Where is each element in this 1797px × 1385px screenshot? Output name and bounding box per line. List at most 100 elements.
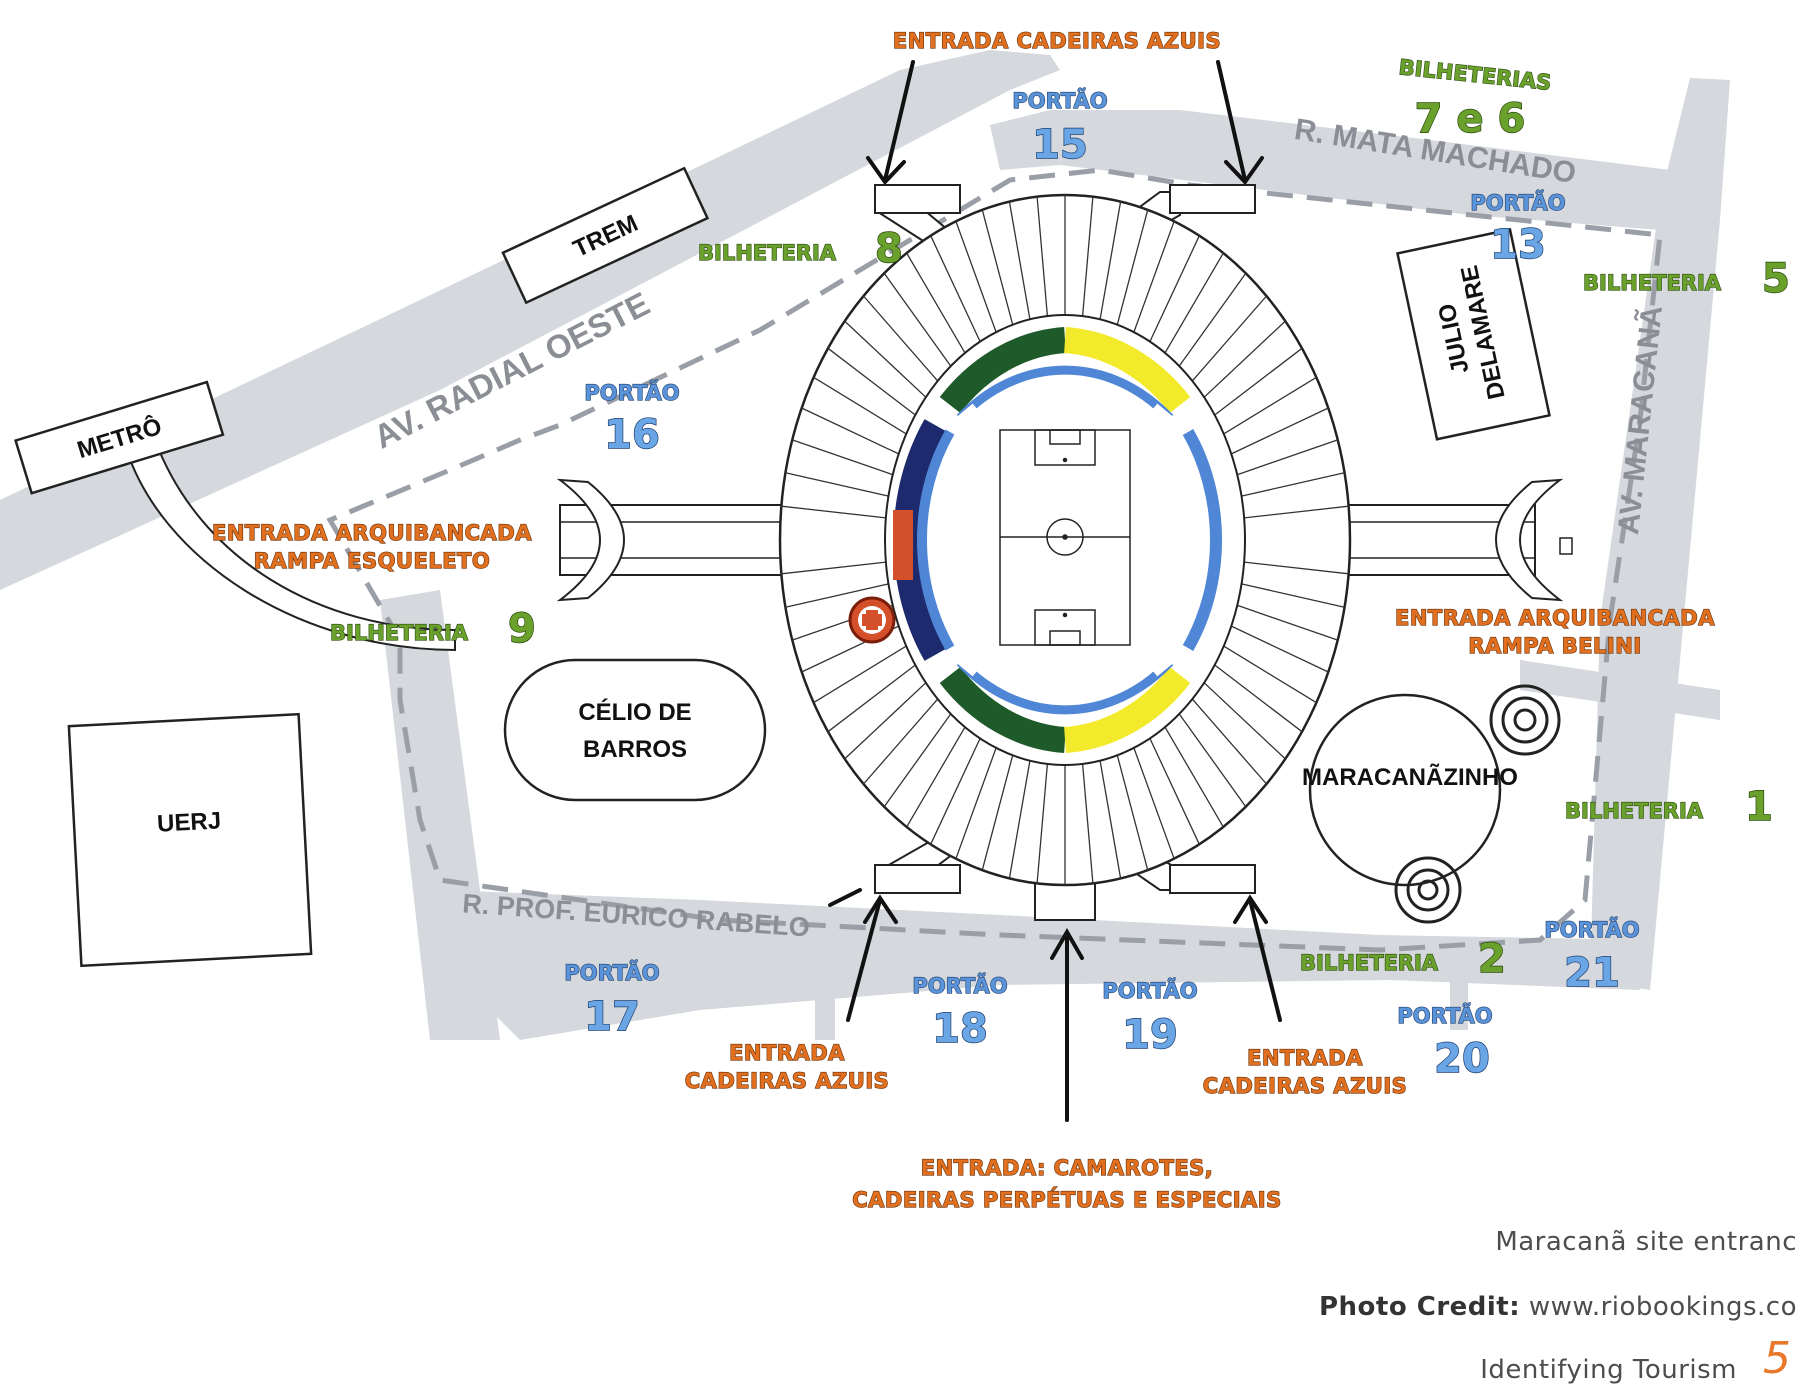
seating-sector-line	[844, 320, 927, 398]
seating-sector-line	[1231, 407, 1329, 455]
celio-label-line1: CÉLIO DE	[578, 698, 691, 726]
ticket-9-number: 9	[508, 606, 536, 652]
gate-16: PORTÃO 16	[584, 379, 680, 458]
seating-sector-line	[1036, 196, 1049, 317]
spiral-ramp-top	[1489, 684, 1561, 756]
caption-credit-label: Photo Credit:	[1318, 1292, 1521, 1322]
seating-sector-line	[955, 747, 997, 859]
seating-sector-line	[1116, 209, 1149, 325]
seating-sector-line	[1236, 604, 1338, 641]
ramp-esqueleto-crescent	[556, 478, 625, 602]
ticket-5-number: 5	[1762, 256, 1790, 302]
seating-sector-line	[792, 439, 894, 476]
road-stub-2	[1450, 960, 1468, 1030]
entrance-esqueleto-line1: ENTRADA ARQUIBANCADA	[212, 521, 532, 545]
ticket-1-word: BILHETERIA	[1565, 799, 1704, 823]
seating-sector-line	[1231, 625, 1329, 673]
seating-sector-line	[1244, 505, 1349, 519]
football-pitch	[999, 429, 1131, 646]
ticket-8-number: 8	[875, 226, 903, 272]
entrance-camarotes-line1: ENTRADA: CAMAROTES,	[921, 1156, 1214, 1180]
roads	[0, 50, 1730, 1040]
stand-south-green	[939, 666, 1067, 753]
seating-sector-line	[883, 713, 952, 808]
gate-17-number: 17	[584, 994, 640, 1040]
ramp-belini-crescent	[1495, 478, 1564, 602]
julio-delamare-box: JULIO DELAMARE	[1396, 228, 1551, 441]
gate-13-number: 13	[1490, 222, 1546, 268]
seating-sector-line	[981, 209, 1014, 325]
ticket-8: BILHETERIA 8	[697, 225, 903, 272]
seating-sector-line	[1099, 760, 1122, 879]
gate-13-word: PORTÃO	[1470, 190, 1565, 215]
ticket-1-number: 1	[1745, 784, 1773, 830]
block-se	[1169, 864, 1256, 894]
seating-sector-line	[1241, 583, 1345, 608]
stadium	[556, 184, 1573, 921]
seating-sector-line	[1191, 698, 1267, 785]
seating-sector-line	[1203, 682, 1286, 760]
gate-20-word: PORTÃO	[1397, 1003, 1492, 1028]
seating-sector-line	[1223, 376, 1317, 435]
caption-line3: Identifying Tourism	[1480, 1355, 1737, 1385]
seating-sector-line	[1236, 439, 1338, 476]
seating-sector-line	[930, 235, 981, 342]
seating-sector-line	[1133, 221, 1175, 333]
seating-sector-line	[1223, 645, 1317, 704]
road-radial-oeste	[0, 50, 1060, 590]
stand-south-blue	[956, 658, 1174, 715]
seating-sector-line	[1116, 755, 1149, 871]
stand-west-red	[893, 510, 913, 580]
seating-sector-line	[781, 505, 886, 519]
entrance-azuis-br-line2: CADEIRAS AZUIS	[1203, 1074, 1408, 1098]
seating-sector-line	[1244, 561, 1349, 575]
seating-sector-line	[1214, 664, 1303, 733]
uerj-box: UERJ	[67, 712, 313, 968]
road-right-link	[1520, 660, 1720, 720]
ticket-2-number: 2	[1478, 936, 1506, 982]
seating-sector-line	[827, 664, 916, 733]
entrance-esqueleto-line2: RAMPA ESQUELETO	[254, 549, 490, 573]
ticket-2: BILHETERIA 2	[1299, 935, 1506, 982]
entrance-arrows	[828, 60, 1282, 1122]
seating-sector-line	[1099, 201, 1122, 320]
ticket-7-6-number: 7 e 6	[1415, 96, 1526, 142]
seating-sector-line	[1133, 747, 1175, 859]
seating-sector-line	[1036, 763, 1049, 884]
gate-20: PORTÃO 20	[1397, 1002, 1493, 1082]
entrance-azuis-br-line1: ENTRADA	[1247, 1046, 1363, 1070]
gate-15: PORTÃO 15	[1012, 87, 1108, 168]
seating-sector-line	[1178, 713, 1247, 808]
seating-sector-line	[1081, 763, 1094, 884]
stand-north-yellow	[1063, 327, 1191, 414]
seating-sector-line	[906, 726, 966, 828]
spiral-ramp-bottom	[1394, 856, 1462, 924]
gate-21: PORTÃO 21	[1544, 916, 1640, 996]
seating-sector-line	[1081, 196, 1094, 317]
seating-sector-line	[1149, 235, 1200, 342]
gate-21-number: 21	[1564, 950, 1620, 996]
metro-ramp	[123, 438, 456, 652]
gate-15-word: PORTÃO	[1012, 88, 1107, 113]
gate-21-word: PORTÃO	[1544, 917, 1639, 942]
seating-sector-line	[1008, 201, 1031, 320]
seating-sector-line	[1164, 726, 1224, 828]
gate-20-number: 20	[1434, 1036, 1490, 1082]
ticket-9: BILHETERIA 9	[329, 605, 536, 652]
seating-sector-line	[1241, 472, 1345, 497]
block-ne	[1169, 184, 1256, 214]
block-nw	[874, 184, 961, 214]
seating-sector-line	[827, 347, 916, 416]
road-eurico-rabelo	[430, 890, 1650, 1040]
metro-box: METRÔ	[14, 380, 225, 495]
road-mata-machado	[990, 110, 1670, 230]
first-aid-icon	[848, 596, 896, 644]
seating-sector-line	[844, 682, 927, 760]
stand-north-blue	[956, 365, 1174, 422]
site-boundary	[326, 167, 1663, 953]
gate-18: PORTÃO 18	[912, 972, 1008, 1052]
seating-sector-line	[955, 221, 997, 333]
seating-sector-line	[781, 561, 886, 575]
seating-sector-line	[801, 407, 899, 455]
